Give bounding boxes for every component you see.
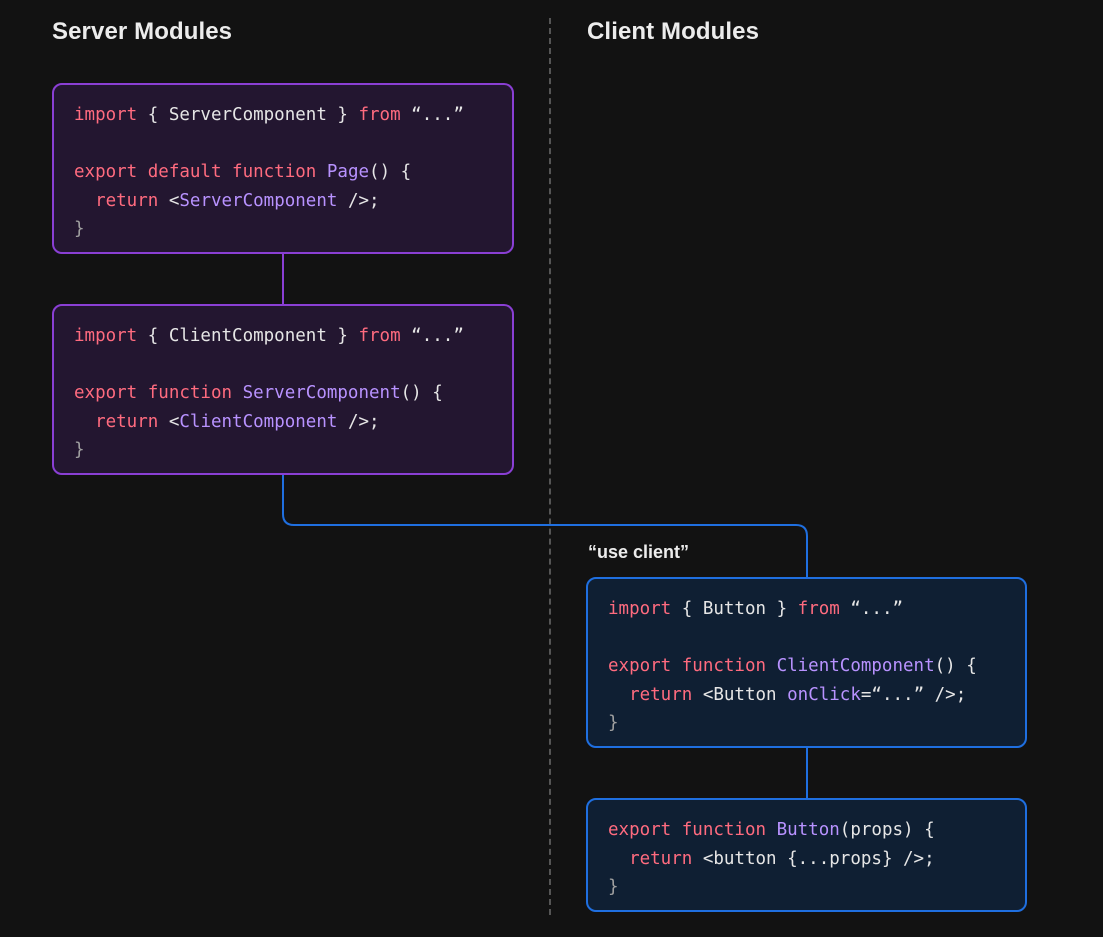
connector-server-to-client-component (282, 475, 808, 577)
code-line: export function ServerComponent() { (74, 383, 443, 403)
code-line: export function Button(props) { (608, 820, 935, 840)
code-line: return <ClientComponent />; (74, 411, 380, 432)
code-line: return <Button onClick=“...” />; (608, 684, 967, 705)
button-component-code-block: export function Button(props) { return <… (586, 798, 1027, 912)
server-modules-heading: Server Modules (52, 18, 233, 45)
code-line: } (608, 713, 619, 733)
code-line: } (608, 877, 619, 897)
code-line-blank (74, 351, 492, 380)
code-line-blank (74, 130, 492, 159)
code-line: return <ServerComponent />; (74, 190, 380, 211)
code-line: export function ClientComponent() { (608, 656, 977, 676)
code-line-blank (608, 624, 1005, 653)
client-component-code-block: import { Button } from “...” export funct… (586, 577, 1027, 748)
use-client-directive: “use client” (588, 542, 690, 562)
code-line: import { ServerComponent } from “...” (74, 105, 464, 125)
code-line: import { ClientComponent } from “...” (74, 326, 464, 346)
client-modules-heading: Client Modules (587, 18, 760, 45)
column-divider (549, 18, 551, 915)
server-component-code-block: import { ClientComponent } from “...” exp… (52, 304, 514, 475)
page-module-code-block: import { ServerComponent } from “...” exp… (52, 83, 514, 254)
code-line: } (74, 219, 85, 239)
code-line: export default function Page() { (74, 162, 412, 182)
code-line: } (74, 440, 85, 460)
code-line: return <button {...props} />; (608, 848, 935, 869)
code-line: import { Button } from “...” (608, 599, 904, 619)
